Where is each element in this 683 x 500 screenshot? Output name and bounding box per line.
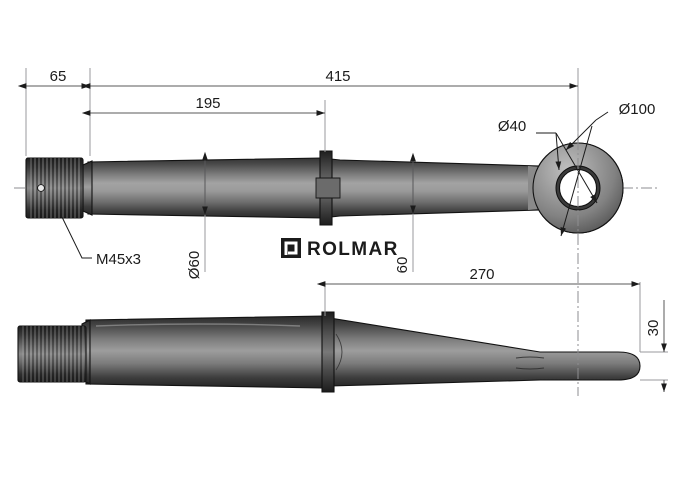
blade-highlight xyxy=(95,323,301,327)
dim-60-label: 60 xyxy=(394,257,411,274)
threaded-end xyxy=(25,157,84,219)
side-view: 270 30 xyxy=(17,266,668,396)
dim-270: 270 xyxy=(316,266,641,352)
shaft-body xyxy=(87,157,541,219)
dim-60: 60 xyxy=(394,152,416,274)
dim-30-label: 30 xyxy=(645,320,662,337)
rolmar-maze-logo-icon xyxy=(281,238,301,258)
dim-65-label: 65 xyxy=(50,68,67,85)
dim-30: 30 xyxy=(640,300,668,392)
dim-195-label: 195 xyxy=(195,95,220,112)
thread-ribs xyxy=(30,158,82,218)
collar-key-slot xyxy=(315,177,341,199)
shaft-step xyxy=(82,160,93,216)
dim-d40-label: Ø40 xyxy=(498,118,526,135)
dim-65: 65 xyxy=(17,68,91,156)
top-view: 65 415 195 Ø60 xyxy=(14,68,660,300)
dim-270-label: 270 xyxy=(469,266,494,283)
dim-d40: Ø40 xyxy=(498,118,598,204)
blade-crease-mid-top xyxy=(515,356,545,359)
side-threaded-end xyxy=(17,325,87,383)
dim-m45: M45x3 xyxy=(61,216,141,268)
dim-d60: Ø60 xyxy=(186,151,208,279)
cross-hole xyxy=(37,184,45,192)
dim-d100-label: Ø100 xyxy=(619,101,656,118)
dim-415: 415 xyxy=(81,68,579,156)
blade-body xyxy=(85,315,641,389)
dim-d100: Ø100 xyxy=(560,101,656,237)
brand-name: ROLMAR xyxy=(307,239,399,260)
side-thread-ribs xyxy=(22,326,84,382)
dim-m45-label: M45x3 xyxy=(96,251,141,268)
blade-crease-left xyxy=(335,333,343,371)
side-collar xyxy=(321,311,335,393)
dim-d60-label: Ø60 xyxy=(186,251,203,279)
brand-logo: ROLMAR xyxy=(281,238,399,260)
blade-crease-mid-bottom xyxy=(515,367,545,370)
dim-195: 195 xyxy=(81,95,326,156)
dim-415-label: 415 xyxy=(325,68,350,85)
